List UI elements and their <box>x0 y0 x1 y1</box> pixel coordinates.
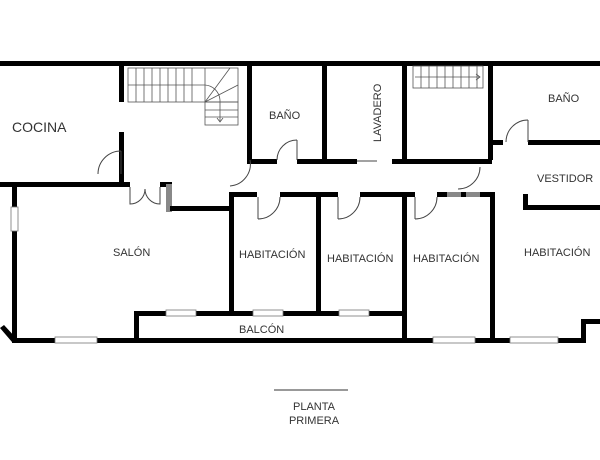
title-line-2: PRIMERA <box>289 415 340 427</box>
room-labels: COCINA BAÑO LAVADERO BAÑO VESTIDOR SALÓN… <box>12 83 593 336</box>
label-bano-1: BAÑO <box>269 109 301 122</box>
label-habitacion-4: HABITACIÓN <box>524 246 590 259</box>
exterior-walls <box>0 61 600 343</box>
windows <box>10 206 559 344</box>
stairs-main <box>127 67 239 126</box>
stairs-secondary <box>412 65 484 89</box>
label-bano-2: BAÑO <box>548 92 580 105</box>
label-balcon: BALCÓN <box>239 323 284 336</box>
doors <box>97 119 529 220</box>
interior-walls <box>0 64 600 341</box>
label-salon: SALÓN <box>113 246 150 259</box>
label-lavadero: LAVADERO <box>372 83 384 142</box>
label-cocina: COCINA <box>12 119 67 135</box>
title-line-1: PLANTA <box>293 401 336 413</box>
label-vestidor: VESTIDOR <box>537 173 593 185</box>
label-habitacion-1: HABITACIÓN <box>239 248 305 261</box>
label-habitacion-3: HABITACIÓN <box>413 252 479 265</box>
plan-title: PLANTA PRIMERA <box>274 389 348 427</box>
label-habitacion-2: HABITACIÓN <box>327 252 393 265</box>
